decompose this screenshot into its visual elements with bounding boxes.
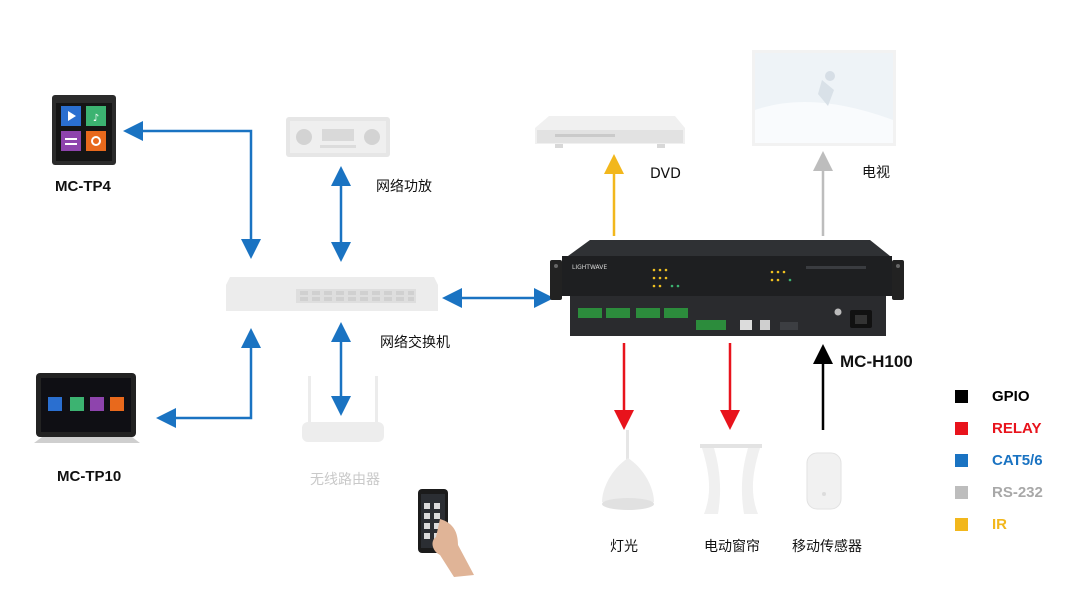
legend-item-ir: IR	[955, 516, 1007, 533]
legend-label-ir: IR	[992, 516, 1007, 533]
legend-label-rs232: RS-232	[992, 484, 1043, 501]
legend-swatch-relay	[955, 422, 968, 435]
sensor-label: 移动传感器	[792, 539, 862, 555]
legend-label-cat56: CAT5/6	[992, 452, 1043, 469]
svg-text:♪: ♪	[93, 113, 99, 124]
controller-device: LIGHTWAVE	[550, 238, 904, 342]
svg-text:LIGHTWAVE: LIGHTWAVE	[572, 264, 607, 271]
tp4-label: MC-TP4	[55, 178, 111, 195]
amplifier-device	[286, 115, 390, 159]
phone-in-hand	[414, 489, 484, 577]
wire-switch-tp10	[156, 328, 261, 428]
legend-item-gpio: GPIO	[955, 388, 1030, 405]
sensor-device	[806, 452, 842, 510]
dvd-device	[535, 114, 685, 148]
amplifier-label: 网络功放	[376, 179, 432, 195]
legend-swatch-cat56	[955, 454, 968, 467]
legend-item-relay: RELAY	[955, 420, 1041, 437]
tp4-panel: ♪	[52, 95, 116, 165]
switch-label: 网络交换机	[380, 335, 450, 351]
dvd-label: DVD	[650, 166, 681, 182]
legend-item-cat56: CAT5/6	[955, 452, 1043, 469]
legend-label-relay: RELAY	[992, 420, 1042, 437]
legend-swatch-ir	[955, 518, 968, 531]
curtain-device	[700, 444, 762, 514]
light-label: 灯光	[610, 539, 638, 555]
tp10-panel	[32, 371, 142, 443]
tp10-label: MC-TP10	[57, 468, 122, 485]
router-label: 无线路由器	[310, 472, 380, 488]
legend-item-rs232: RS-232	[955, 484, 1043, 501]
tv-device	[752, 50, 896, 146]
wire-tp4-switch	[123, 121, 261, 259]
controller-label: MC-H100	[840, 352, 913, 371]
curtain-label: 电动窗帘	[704, 539, 760, 555]
tv-label: 电视	[862, 165, 890, 181]
legend-swatch-rs232	[955, 486, 968, 499]
legend-label-gpio: GPIO	[992, 388, 1030, 405]
switch-device	[226, 275, 438, 313]
light-device	[600, 430, 656, 516]
legend-swatch-gpio	[955, 390, 968, 403]
router-device	[300, 372, 386, 444]
